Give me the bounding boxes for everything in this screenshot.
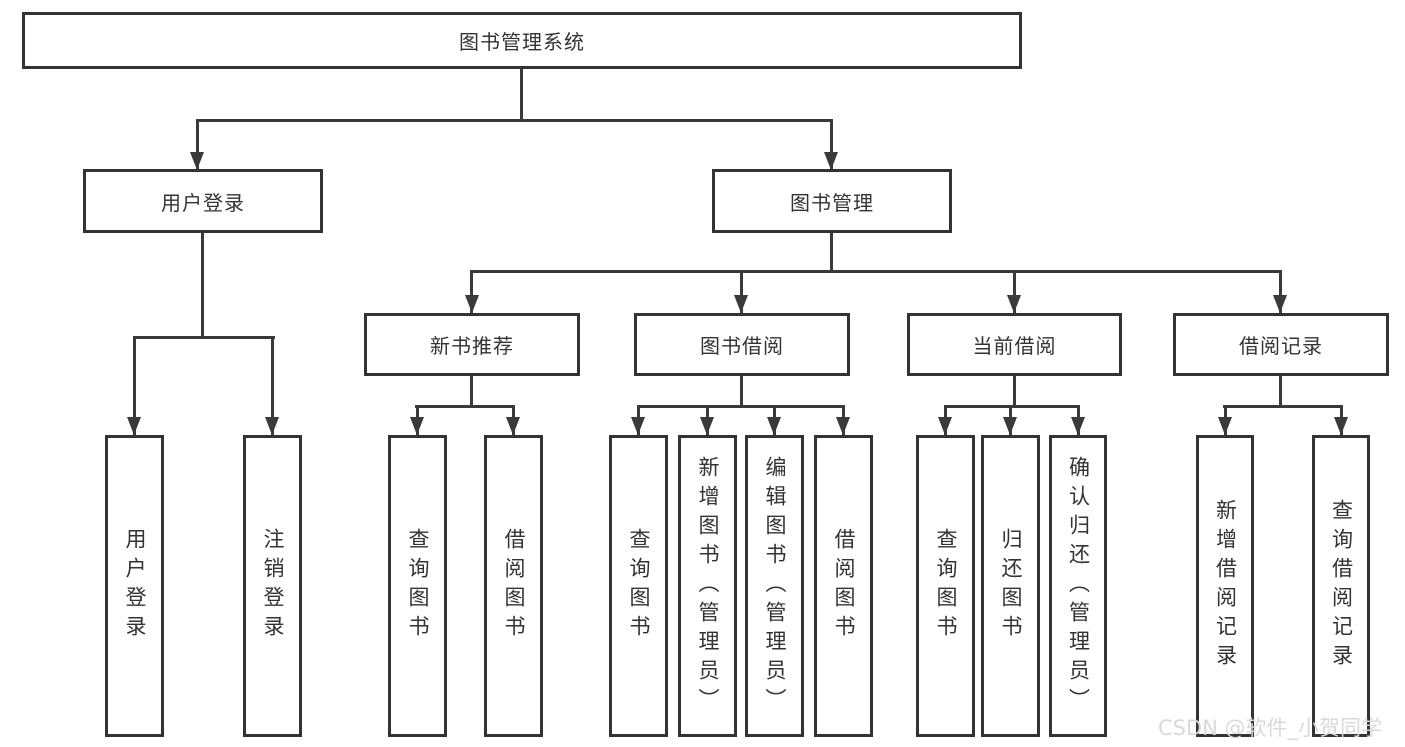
arrow-down-icon — [410, 417, 424, 435]
connector-line — [1279, 376, 1282, 407]
watermark: CSDN @软件_小贺同学 — [1158, 716, 1383, 740]
connector-line — [740, 270, 743, 313]
arrow-down-icon — [824, 152, 838, 170]
leaf-query-books-borrowing: 查询图书 — [609, 435, 668, 737]
connector-line — [1013, 270, 1016, 313]
connector-line — [201, 232, 204, 339]
connector-line — [637, 405, 845, 408]
leaf-confirm-return-admin: 确认归还（管理员） — [1049, 435, 1107, 737]
arrow-down-icon — [836, 417, 850, 435]
connector-line — [133, 336, 136, 435]
connector-line — [415, 405, 515, 408]
arrow-down-icon — [1071, 417, 1085, 435]
connector-line — [520, 68, 523, 122]
connector-line — [470, 270, 1282, 273]
connector-line — [1279, 270, 1282, 313]
connector-line — [1013, 376, 1016, 407]
node-book-borrowing: 图书借阅 — [634, 313, 850, 376]
leaf-return-books: 归还图书 — [981, 435, 1040, 737]
leaf-edit-books-admin: 编辑图书（管理员） — [745, 435, 804, 737]
connector-line — [133, 336, 275, 339]
arrow-down-icon — [127, 417, 141, 435]
connector-line — [470, 270, 473, 313]
connector-line — [470, 376, 473, 407]
arrow-down-icon — [465, 295, 479, 313]
arrow-down-icon — [1007, 295, 1021, 313]
arrow-down-icon — [631, 417, 645, 435]
connector-line — [740, 376, 743, 407]
arrow-down-icon — [938, 417, 952, 435]
leaf-add-borrow-record: 新增借阅记录 — [1196, 435, 1254, 737]
node-borrowing-records: 借阅记录 — [1173, 313, 1389, 376]
arrow-down-icon — [767, 417, 781, 435]
leaf-borrow-books-recommend: 借阅图书 — [484, 435, 543, 737]
arrow-down-icon — [1334, 417, 1348, 435]
arrow-down-icon — [700, 417, 714, 435]
arrow-down-icon — [1003, 417, 1017, 435]
arrow-down-icon — [1218, 417, 1232, 435]
node-book-management: 图书管理 — [712, 169, 952, 233]
connector-line — [196, 119, 833, 122]
leaf-logout: 注销登录 — [243, 435, 302, 737]
node-user-login: 用户登录 — [83, 169, 323, 233]
leaf-user-login: 用户登录 — [105, 435, 164, 737]
connector-line — [271, 336, 274, 435]
leaf-borrow-books: 借阅图书 — [814, 435, 873, 737]
arrow-down-icon — [506, 417, 520, 435]
arrow-down-icon — [190, 152, 204, 170]
leaf-query-books-current: 查询图书 — [916, 435, 975, 737]
arrow-down-icon — [265, 417, 279, 435]
connector-line — [1223, 405, 1343, 408]
node-new-book-recommendation: 新书推荐 — [364, 313, 580, 376]
node-current-borrowing: 当前借阅 — [907, 313, 1122, 376]
node-library-management-system: 图书管理系统 — [22, 12, 1022, 69]
connector-line — [196, 119, 199, 170]
leaf-query-books-recommend: 查询图书 — [388, 435, 447, 737]
connector-line — [830, 232, 833, 273]
leaf-query-borrow-record: 查询借阅记录 — [1312, 435, 1370, 737]
connector-line — [944, 405, 1080, 408]
arrow-down-icon — [1273, 295, 1287, 313]
connector-line — [830, 119, 833, 170]
arrow-down-icon — [734, 295, 748, 313]
leaf-add-books-admin: 新增图书（管理员） — [678, 435, 737, 737]
